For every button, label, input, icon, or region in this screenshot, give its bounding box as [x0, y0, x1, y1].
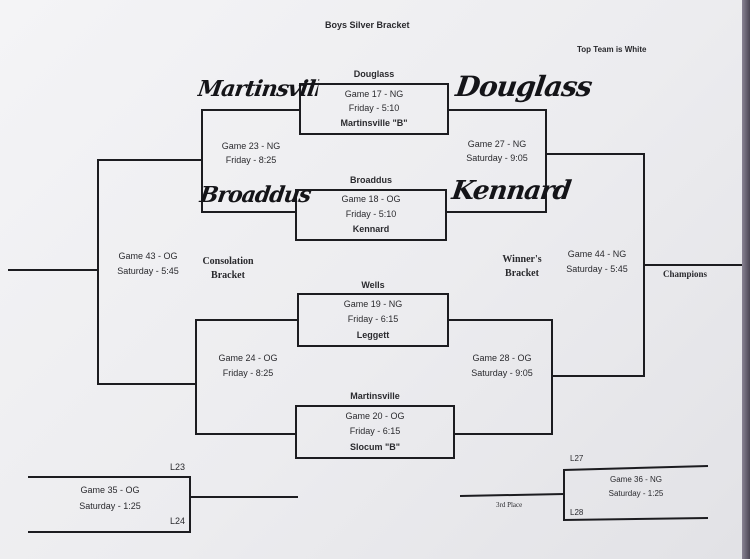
- game-18-top-team: Broaddus: [349, 175, 392, 185]
- game-36-bottom-slot: L28: [570, 508, 584, 517]
- game-17-time: Friday - 5:10: [348, 103, 400, 113]
- game-18-name: Game 18 - OG: [341, 194, 401, 204]
- game-20-time: Friday - 6:15: [349, 426, 401, 436]
- game-43-bracket: [97, 159, 202, 385]
- game-19-name: Game 19 - NG: [343, 299, 403, 309]
- game-23-name: Game 23 - NG: [221, 141, 281, 151]
- game-23-time: Friday - 8:25: [225, 155, 277, 165]
- game-35-name: Game 35 - OG: [80, 485, 140, 495]
- handwritten-martinsville-b: Martinsville B: [196, 76, 320, 102]
- game-20-box: [295, 405, 455, 459]
- game-44-name: Game 44 - NG: [567, 249, 627, 259]
- champions-label: Champions: [662, 269, 707, 279]
- third-place-label: 3rd Place: [496, 501, 523, 509]
- game-36-exit: [459, 493, 565, 497]
- winners-label-2: Bracket: [505, 268, 539, 279]
- game-18-time: Friday - 5:10: [345, 209, 397, 219]
- game-18-bottom-team: Kennard: [352, 224, 390, 234]
- game-17-bottom-team: Martinsville "B": [340, 118, 408, 128]
- game-43-name: Game 43 - OG: [118, 251, 178, 261]
- game-24-time: Friday - 8:25: [222, 368, 274, 378]
- winners-label: Winner's: [502, 254, 542, 265]
- game-20-top-team: Martinsville: [350, 391, 400, 401]
- game-17-top-team: Douglass: [353, 69, 395, 79]
- game-19-top-team: Wells: [361, 280, 385, 290]
- game-24-bracket: [195, 319, 298, 435]
- game-36-name: Game 36 - NG: [609, 475, 662, 484]
- game-18-box: [295, 189, 447, 241]
- game-43-time: Saturday - 5:45: [117, 266, 179, 276]
- game-35-time: Saturday - 1:25: [79, 501, 141, 511]
- handwritten-douglass: Douglass: [453, 70, 594, 103]
- handwritten-kennard: Kennard: [449, 176, 573, 206]
- game-17-name: Game 17 - NG: [344, 89, 404, 99]
- handwritten-broaddus: Broaddus: [198, 182, 313, 208]
- game-27-time: Saturday - 9:05: [466, 153, 528, 163]
- game-36-top-slot: L27: [570, 454, 584, 463]
- game-28-name: Game 28 - OG: [472, 353, 532, 363]
- top-team-note: Top Team is White: [577, 45, 647, 54]
- consolation-label: Consolation: [202, 256, 254, 267]
- game-19-bottom-team: Leggett: [356, 330, 390, 340]
- game-24-name: Game 24 - OG: [218, 353, 278, 363]
- table-edge: [742, 0, 750, 559]
- game-20-bottom-team: Slocum "B": [349, 442, 401, 452]
- game-28-time: Saturday - 9:05: [471, 368, 533, 378]
- game-35-bottom-slot: L24: [170, 516, 186, 526]
- game-20-name: Game 20 - OG: [345, 411, 405, 421]
- game-19-time: Friday - 6:15: [347, 314, 399, 324]
- game-27-bracket: [446, 109, 547, 213]
- game-27-name: Game 27 - NG: [467, 139, 527, 149]
- game-44-time: Saturday - 5:45: [566, 264, 628, 274]
- consolation-label-2: Bracket: [211, 270, 245, 281]
- game-35-bracket: [28, 476, 191, 533]
- page-title: Boys Silver Bracket: [325, 20, 410, 30]
- game-36-time: Saturday - 1:25: [608, 489, 664, 498]
- game-35-top-slot: L23: [170, 462, 186, 472]
